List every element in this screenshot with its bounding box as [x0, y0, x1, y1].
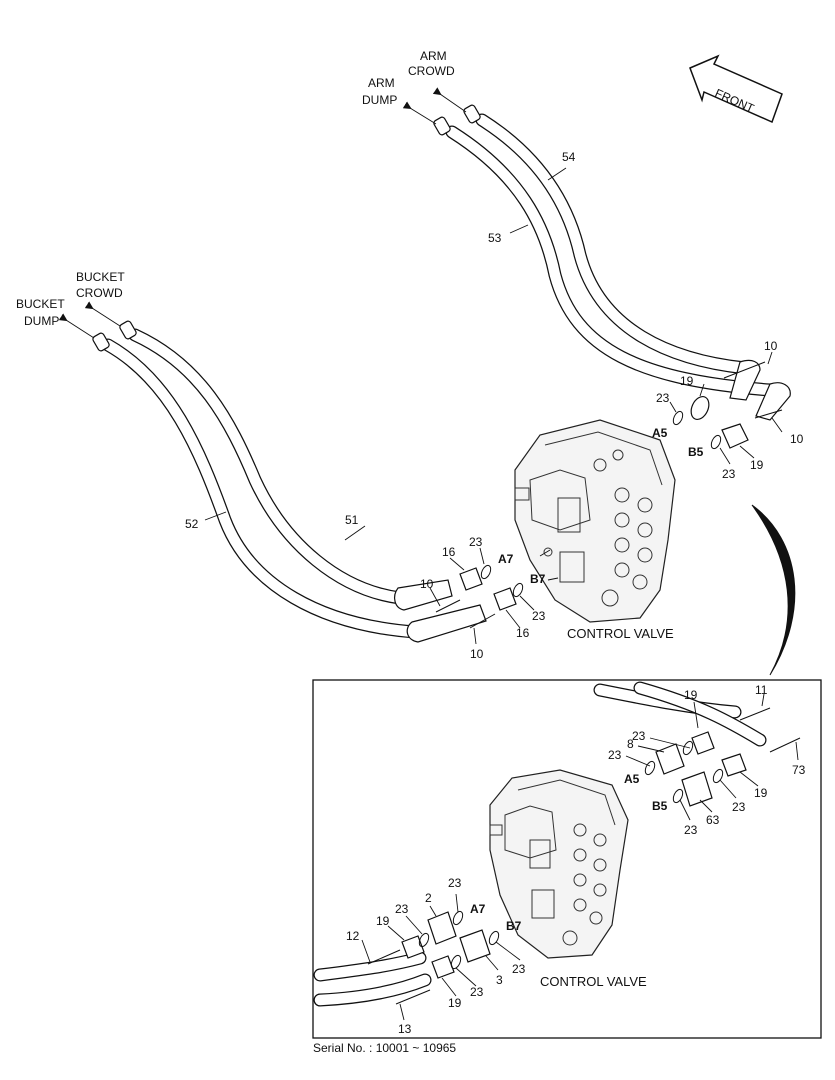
detail-callout-23-a: 23	[632, 729, 646, 743]
hose-51	[128, 328, 407, 605]
arm-dump-label-2: DUMP	[362, 93, 397, 107]
callout-10-c: 10	[420, 577, 434, 591]
callout-23-c: 23	[469, 535, 483, 549]
detail-callout-3: 3	[496, 973, 503, 987]
detail-callout-73: 73	[792, 763, 806, 777]
detail-callout-19-c: 19	[376, 914, 390, 928]
detail-callout-23-d: 23	[684, 823, 698, 837]
detail-callout-23-e: 23	[448, 876, 462, 890]
detail-hoses	[313, 681, 767, 1007]
hose-53	[445, 125, 777, 397]
detail-callout-23-h: 23	[512, 962, 526, 976]
callout-23-a: 23	[656, 391, 670, 405]
serial-number: Serial No. : 10001 ~ 10965	[313, 1041, 456, 1055]
callout-23-b: 23	[722, 467, 736, 481]
hose-fittings-arm	[433, 104, 791, 421]
port-b5: B5	[688, 445, 704, 459]
detail-callout-2: 2	[425, 891, 432, 905]
detail-pointer-arrow	[751, 504, 796, 676]
port-a5: A5	[652, 426, 668, 440]
callout-51: 51	[345, 513, 359, 527]
detail-port-a5: A5	[624, 772, 640, 786]
detail-fittings	[367, 707, 801, 1005]
detail-leaders	[361, 693, 799, 1021]
detail-callout-23-g: 23	[470, 985, 484, 999]
arm-dump-label-1: ARM	[368, 76, 395, 90]
bucket-crowd-label-2: CROWD	[76, 286, 123, 300]
detail-callout-8: 8	[627, 737, 634, 751]
detail-control-valve-caption: CONTROL VALVE	[540, 974, 647, 989]
detail-callout-11: 11	[755, 683, 768, 697]
arm-crowd-label-1: ARM	[420, 49, 447, 63]
detail-port-a7: A7	[470, 902, 486, 916]
detail-callout-23-b: 23	[608, 748, 622, 762]
main-leaders	[204, 167, 783, 645]
detail-callout-12: 12	[346, 929, 360, 943]
bucket-dump-label-2: DUMP	[24, 314, 59, 328]
bucket-dump-label-1: BUCKET	[16, 297, 65, 311]
control-valve-detail	[489, 769, 629, 959]
callout-19-b: 19	[750, 458, 764, 472]
callout-53: 53	[488, 231, 502, 245]
control-valve-caption: CONTROL VALVE	[567, 626, 674, 641]
port-a7: A7	[498, 552, 514, 566]
detail-callout-19-b: 19	[754, 786, 768, 800]
port-b7: B7	[530, 572, 546, 586]
detail-callout-23-c: 23	[732, 800, 746, 814]
detail-callout-23-f: 23	[395, 902, 409, 916]
callout-10-b: 10	[790, 432, 804, 446]
callout-52: 52	[185, 517, 199, 531]
front-arrow-icon: FRONT	[689, 54, 783, 124]
callout-23-d: 23	[532, 609, 546, 623]
callout-16-b: 16	[516, 626, 530, 640]
callout-54: 54	[562, 150, 576, 164]
callout-10-a: 10	[764, 339, 778, 353]
detail-callout-19-d: 19	[448, 996, 462, 1010]
hose-fittings-bucket	[92, 320, 487, 643]
callout-16-a: 16	[442, 545, 456, 559]
arm-crowd-label-2: CROWD	[408, 64, 455, 78]
detail-port-b7: B7	[506, 919, 522, 933]
detail-callout-19-a: 19	[684, 688, 698, 702]
callout-10-d: 10	[470, 647, 484, 661]
control-valve-main	[514, 419, 676, 623]
detail-callout-63: 63	[706, 813, 720, 827]
main-fittings	[435, 361, 783, 629]
hose-52	[101, 338, 422, 639]
detail-port-b5: B5	[652, 799, 668, 813]
hose-54	[475, 113, 752, 375]
callout-19-a: 19	[680, 374, 694, 388]
bucket-crowd-label-1: BUCKET	[76, 270, 125, 284]
detail-callout-13: 13	[398, 1022, 412, 1036]
